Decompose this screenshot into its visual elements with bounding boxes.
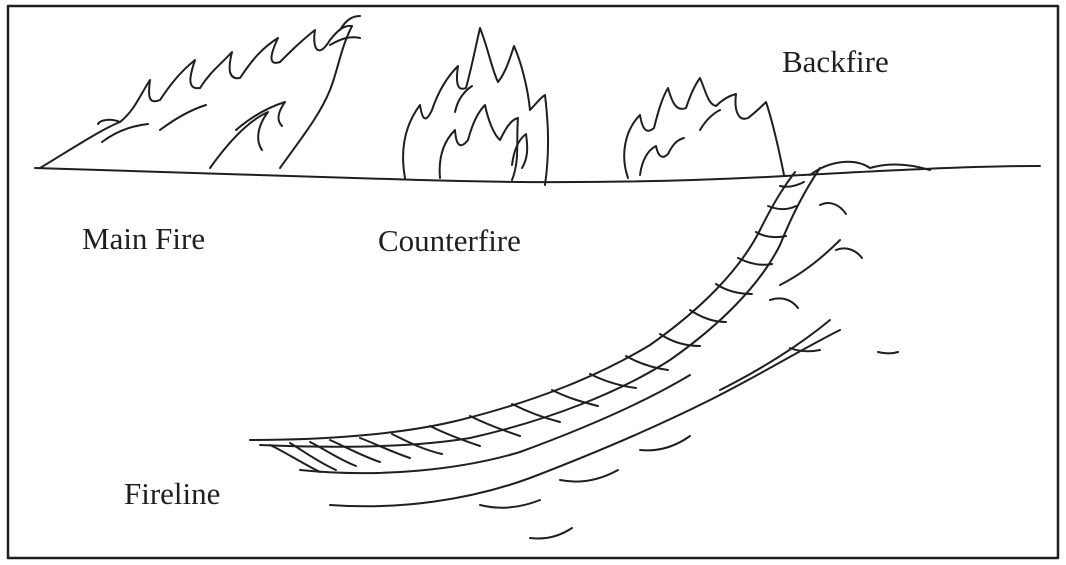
main-fire-flames: [40, 16, 360, 168]
counterfire-label: Counterfire: [378, 225, 521, 256]
ground-line: [35, 166, 1040, 182]
counterfire-flames: [403, 28, 548, 185]
fireline-strip: [250, 162, 930, 539]
fireline-label: Fireline: [124, 478, 220, 509]
backfire-flames: [624, 78, 784, 178]
main-fire-label: Main Fire: [82, 223, 205, 254]
backfire-label: Backfire: [782, 46, 889, 77]
